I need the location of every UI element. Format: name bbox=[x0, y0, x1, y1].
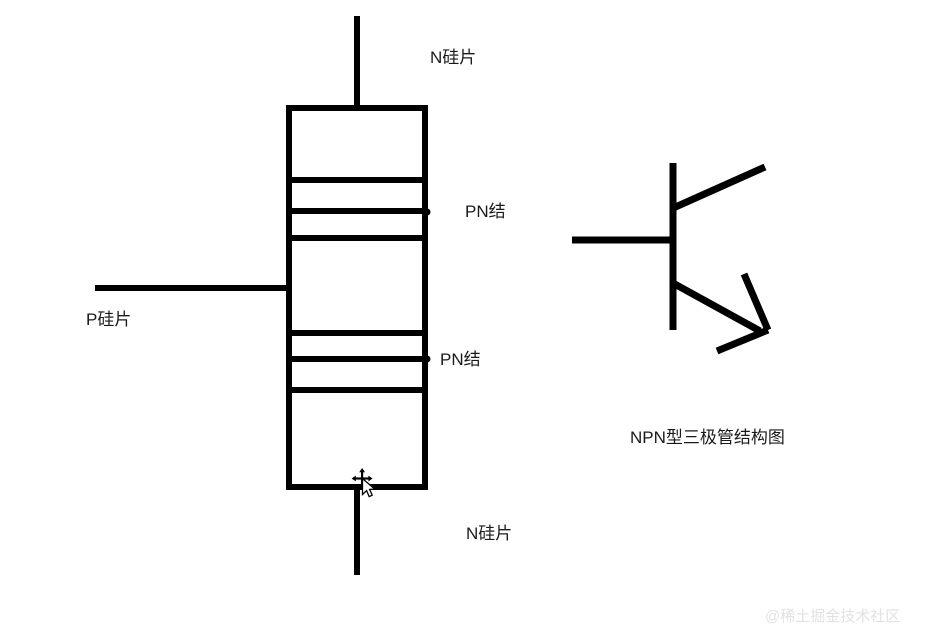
diagram-caption: NPN型三极管结构图 bbox=[630, 428, 785, 447]
pn-marker-lower-icon bbox=[423, 355, 431, 363]
structure-body-rect bbox=[286, 105, 428, 490]
label-pn-junction-upper: PN结 bbox=[465, 202, 506, 221]
label-p-silicon-left: P硅片 bbox=[86, 310, 132, 329]
label-n-silicon-top: N硅片 bbox=[430, 48, 477, 67]
symbol-emitter-arrow-lower bbox=[715, 326, 770, 355]
symbol-emitter-line bbox=[669, 278, 762, 335]
symbol-emitter-arrow-upper bbox=[740, 272, 772, 332]
npn-symbol-group bbox=[572, 163, 772, 355]
label-n-silicon-bottom: N硅片 bbox=[466, 524, 513, 543]
pn-marker-upper-icon bbox=[423, 208, 431, 216]
symbol-collector-line bbox=[669, 163, 767, 213]
silicon-structure-group bbox=[95, 16, 431, 575]
watermark: @稀土掘金技术社区 bbox=[765, 608, 901, 625]
label-pn-junction-lower: PN结 bbox=[440, 350, 481, 369]
